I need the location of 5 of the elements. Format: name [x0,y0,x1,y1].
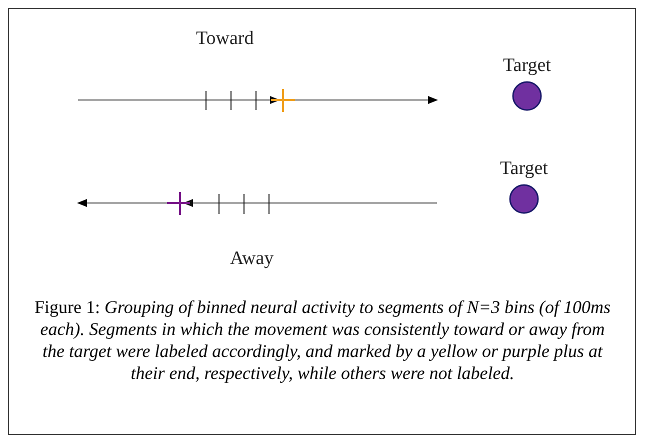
direction-label: Away [230,248,274,270]
direction-label: Toward [196,28,254,50]
figure-caption: Figure 1: Grouping of binned neural activity to segments of N=3 bins (of 100ms each). Segments in which the movement was consistently toward or away from the target were labeled accordingly, and marked by a yellow or purple plus at their end, respectively, while others were not labeled. [34,296,612,384]
target-label: Target [500,158,548,180]
target-label: Target [503,55,551,77]
